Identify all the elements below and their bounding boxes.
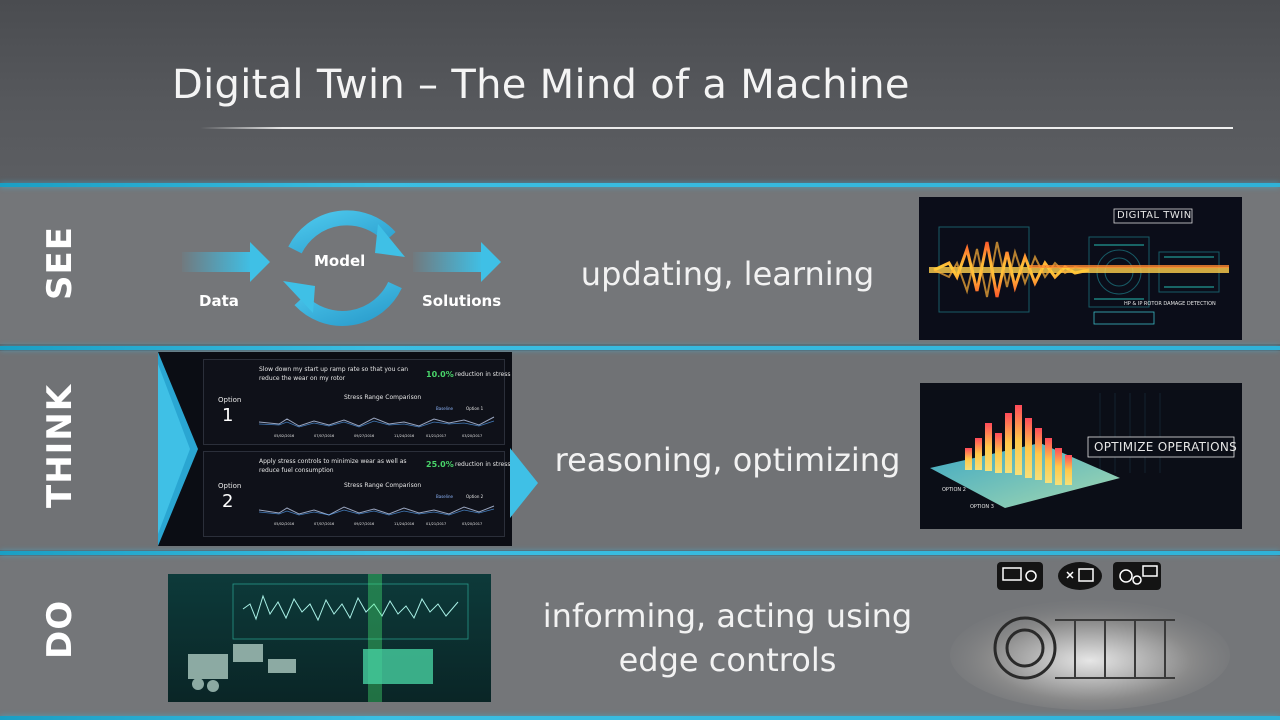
option-1-description: Slow down my start up ramp rate so that …	[259, 366, 409, 382]
title-underline	[200, 127, 1233, 129]
divider-see-think	[0, 346, 1280, 350]
option-1-label: Option	[218, 396, 242, 404]
data-label: Data	[199, 292, 239, 310]
think-phrase: reasoning, optimizing	[554, 441, 901, 479]
manual-icon	[997, 562, 1043, 590]
control-icon	[1058, 562, 1102, 590]
option-2-label: Option	[218, 482, 242, 490]
option-2-date-3: 09/27/2016	[354, 522, 375, 526]
option-2-date-4: 11/24/2016	[394, 522, 415, 526]
option-2-chart-title: Stress Range Comparison	[344, 482, 422, 489]
option-comparison-panel: Option 1 Slow down my start up ramp rate…	[158, 352, 512, 546]
option-2-date-6: 03/20/2017	[462, 522, 483, 526]
option-1-number: 1	[222, 405, 234, 426]
see-phrase: updating, learning	[580, 255, 875, 293]
option-1-stress-chart	[259, 416, 495, 428]
digital-twin-visualization: DIGITAL TWIN HP & IP ROTOR DAMAGE DETECT…	[919, 197, 1242, 340]
slide-header	[0, 0, 1280, 185]
divider-think-do	[0, 551, 1280, 555]
divider-bottom	[0, 716, 1280, 720]
option-2-date-2: 07/07/2016	[314, 522, 335, 526]
optimize-operations-badge: OPTIMIZE OPERATIONS	[1094, 440, 1238, 454]
model-cycle-icon	[283, 210, 405, 326]
optimize-operations-visualization: OPTIMIZE OPERATIONS OPTION 2 OPTION 3	[920, 383, 1242, 529]
option-card-2[interactable]: Option 2 Apply stress controls to minimi…	[203, 451, 510, 537]
option-3-axis-label: OPTION 3	[970, 504, 994, 510]
row-label-think: THINK	[40, 383, 80, 508]
option-2-number: 2	[222, 491, 234, 512]
option-1-date-6: 03/20/2017	[462, 434, 483, 438]
option-1-reduction-text: reduction in stress	[455, 371, 511, 378]
option-2-legend-option: Option 2	[466, 494, 484, 499]
slide-title: Digital Twin – The Mind of a Machine	[172, 62, 910, 108]
divider-top	[0, 183, 1280, 187]
option-1-date-3: 09/27/2016	[354, 434, 375, 438]
do-phrase-line2: edge controls	[618, 641, 837, 679]
option-2-reduction-value: 25.0%	[426, 460, 454, 469]
option-2-date-1: 05/02/2016	[274, 522, 295, 526]
think-right-chevron-icon	[510, 448, 538, 518]
option-2-legend-baseline: Baseline	[436, 494, 453, 499]
option-2-axis-label: OPTION 2	[942, 487, 966, 493]
do-phrase-line1: informing, acting using	[542, 597, 913, 635]
option-1-chart-title: Stress Range Comparison	[344, 394, 422, 401]
model-label: Model	[314, 252, 366, 270]
solutions-label: Solutions	[422, 292, 502, 310]
option-2-date-5: 01/21/2017	[426, 522, 447, 526]
option-1-reduction-value: 10.0%	[426, 370, 454, 379]
option-1-date-1: 05/02/2016	[274, 434, 295, 438]
option-1-legend-option: Option 1	[466, 406, 484, 411]
settings-monitor-icon	[1113, 562, 1161, 590]
row-label-do: DO	[40, 599, 80, 659]
row-label-see: SEE	[40, 226, 80, 300]
option-1-date-5: 01/21/2017	[426, 434, 447, 438]
data-model-solutions-diagram	[182, 210, 501, 326]
option-1-date-4: 11/24/2016	[394, 434, 415, 438]
option-2-description: Apply stress controls to minimize wear a…	[259, 458, 407, 474]
option-1-legend-baseline: Baseline	[436, 406, 453, 411]
option-2-stress-chart	[259, 505, 495, 516]
plant-edge-controls-visualization	[168, 574, 491, 702]
rotor-caption: HP & IP ROTOR DAMAGE DETECTION	[1124, 301, 1216, 307]
solutions-arrow-icon	[413, 242, 501, 282]
option-1-date-2: 07/07/2016	[314, 434, 335, 438]
data-arrow-icon	[182, 242, 270, 282]
digital-twin-badge: DIGITAL TWIN	[1117, 210, 1192, 221]
option-2-reduction-text: reduction in stress	[455, 461, 511, 468]
option-card-1[interactable]: Option 1 Slow down my start up ramp rate…	[203, 359, 510, 445]
machine-edge-controls-visualization	[945, 560, 1235, 712]
